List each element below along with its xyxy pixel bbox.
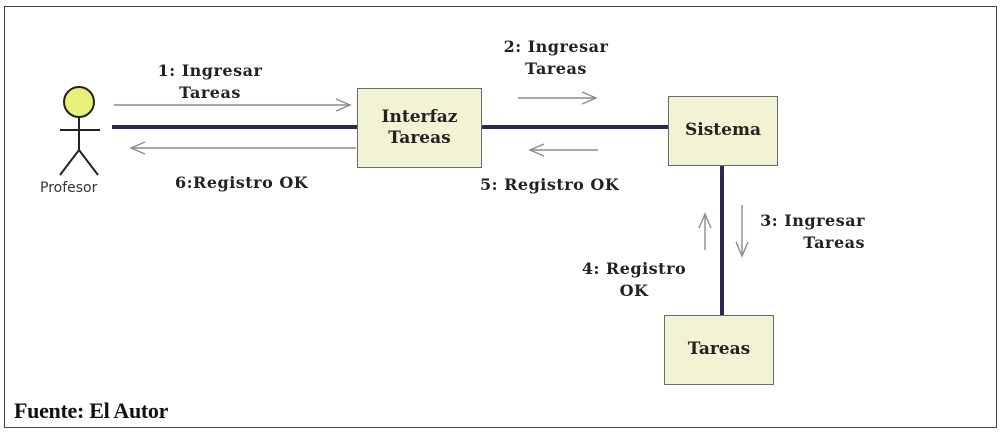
label-msg-3: 3: Ingresar Tareas — [760, 211, 865, 252]
label-msg-5: 5: Registro OK — [480, 175, 620, 194]
source-caption: Fuente: El Autor — [14, 398, 169, 423]
diagram-frame — [4, 6, 997, 428]
arrow-msg-3 — [735, 205, 749, 258]
box-sistema: Sistema — [668, 96, 778, 166]
box-tareas: Tareas — [664, 315, 774, 385]
actor-label: Profesor — [40, 180, 98, 196]
label-msg-2: 2: Ingresar Tareas — [503, 37, 609, 78]
label-msg-4: 4: Registro OK — [581, 259, 687, 300]
arrow-msg-1 — [114, 98, 352, 112]
label-msg-6: 6:Registro OK — [175, 173, 309, 192]
stick-figure-actor-icon — [59, 86, 100, 176]
arrow-msg-2 — [518, 91, 598, 105]
label-msg-1: 1: Ingresar Tareas — [157, 61, 263, 102]
arrow-msg-5 — [528, 143, 598, 157]
arrow-msg-6 — [129, 141, 356, 155]
box-interfaz-tareas: Interfaz Tareas — [357, 88, 482, 168]
arrow-msg-4 — [698, 212, 712, 250]
